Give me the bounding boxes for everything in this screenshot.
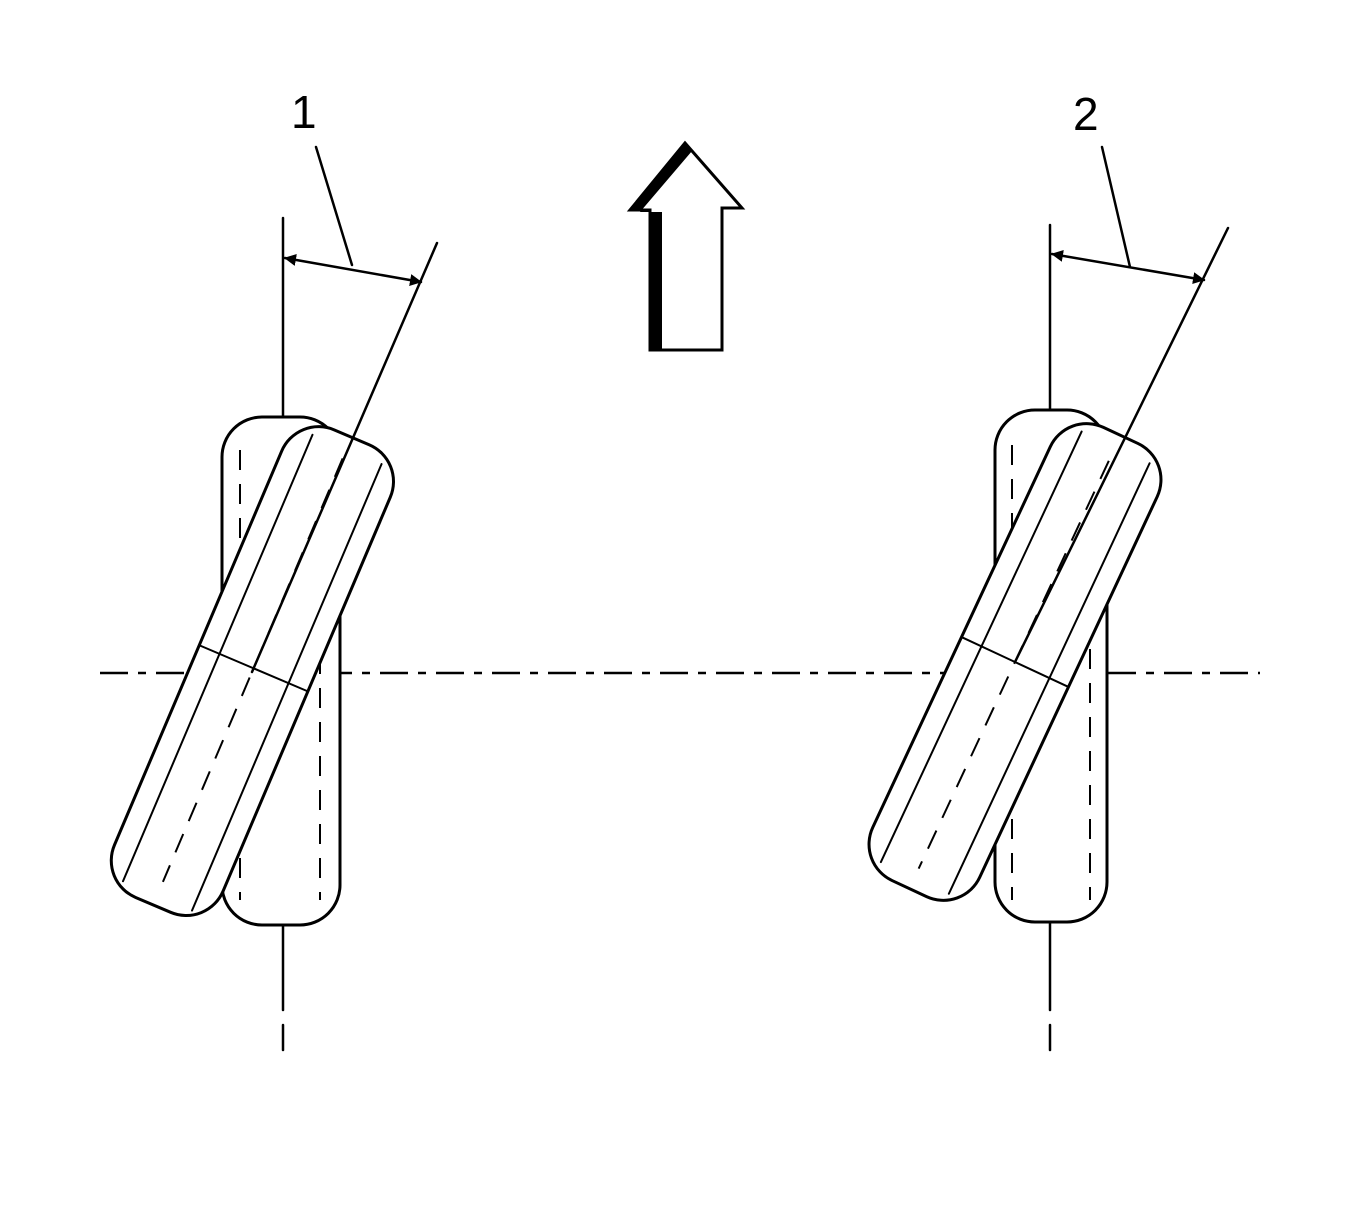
right-toe-line [1013, 226, 1230, 664]
right-wheel-group: 2 [867, 88, 1230, 1052]
right-dimension-arrow [1050, 249, 1206, 285]
left-dimension-arrow [283, 254, 423, 286]
left-wheel-group: 1 [109, 86, 439, 1052]
callout-2-label: 2 [1073, 88, 1099, 140]
left-toe-line [250, 241, 439, 674]
callout-1-label: 1 [291, 86, 317, 138]
callout-1-leader [314, 145, 354, 267]
arrow-up-icon [626, 140, 746, 352]
callout-2-leader [1100, 145, 1132, 269]
